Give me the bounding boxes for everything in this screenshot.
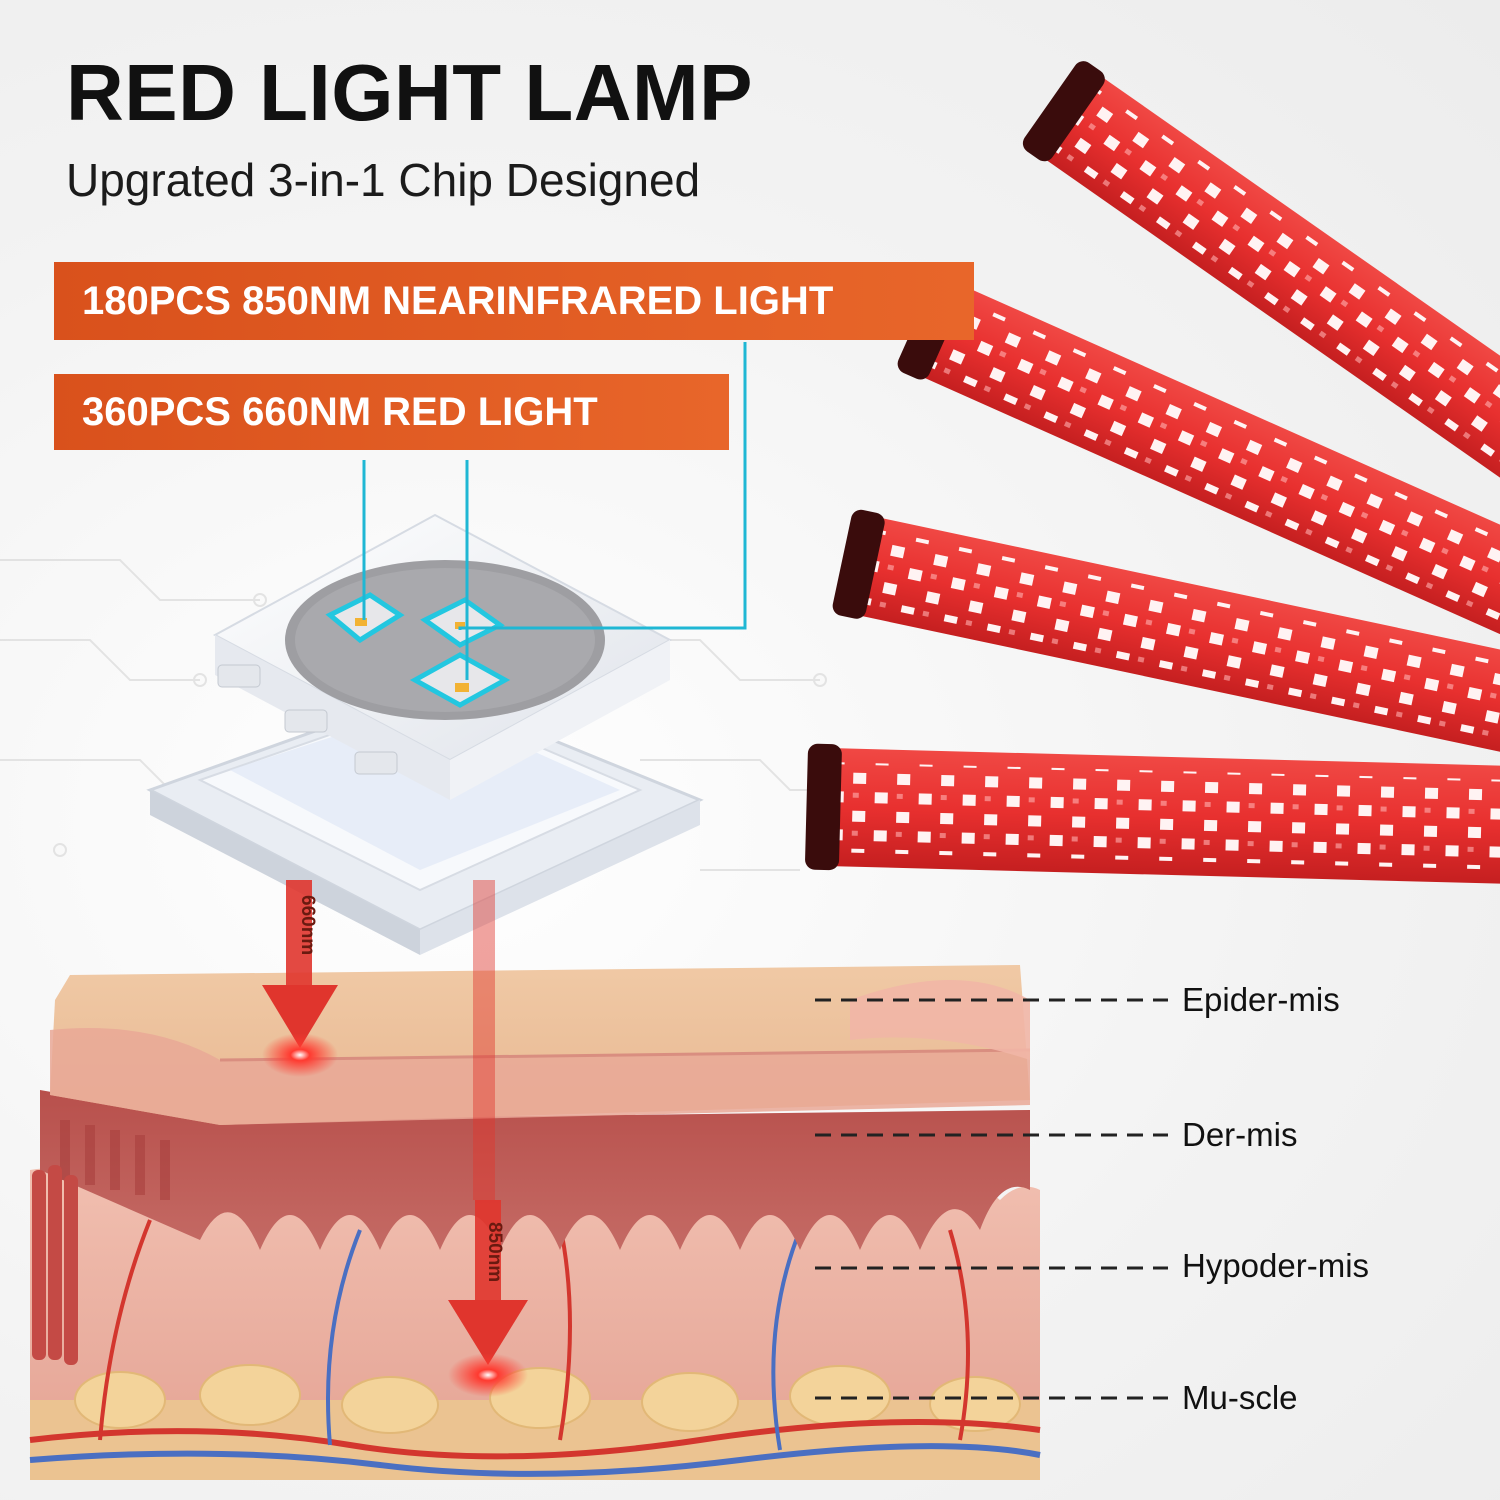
layer-label-muscle: Mu-scle — [1182, 1379, 1298, 1416]
wavelength-label-660nm: 660nm — [297, 895, 318, 956]
spec-banner-850nm: 180PCS 850NM NEARINFRARED LIGHT — [54, 262, 974, 340]
layer-label-dermis: Der-mis — [1182, 1116, 1298, 1153]
layer-label-hypodermis: Hypoder-mis — [1182, 1247, 1370, 1284]
layer-label-epidermis: Epider-mis — [1182, 981, 1340, 1018]
lamp-bar-3 — [832, 509, 1500, 771]
skin-cross-section — [29, 965, 1041, 1480]
led-chip — [212, 513, 673, 800]
arrow-850nm — [448, 880, 528, 1397]
wavelength-label-850nm: 850nm — [484, 1222, 505, 1283]
spec-banner-660nm: 360PCS 660NM RED LIGHT — [54, 374, 729, 450]
connector-lines — [362, 342, 747, 680]
page-subtitle: Upgrated 3-in-1 Chip Designed — [66, 154, 701, 206]
layer-leader-lines — [815, 998, 1168, 1400]
lamp-bar-1 — [1022, 61, 1500, 588]
page-title: RED LIGHT LAMP — [66, 48, 753, 137]
processor-chip — [146, 688, 704, 955]
arrow-660nm — [262, 880, 338, 1077]
lamp-bar-4 — [805, 743, 1500, 885]
